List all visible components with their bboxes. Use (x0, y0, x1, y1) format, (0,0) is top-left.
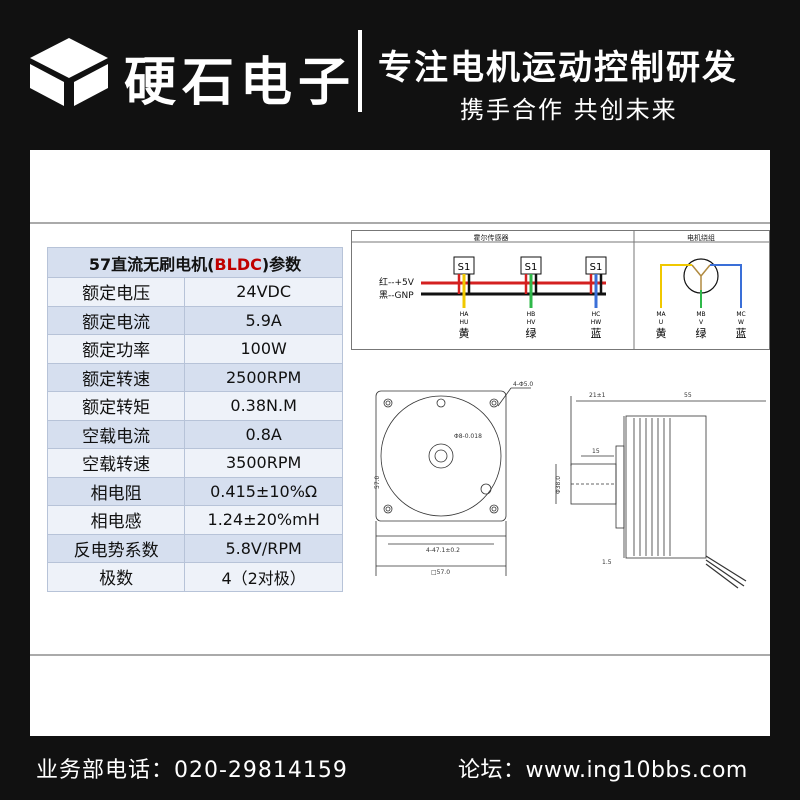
param-value: 5.8V/RPM (184, 533, 343, 563)
hall-pin-bottom-2: HV (527, 319, 537, 326)
param-label: 额定电压 (46, 277, 186, 307)
hall-pin-top-3: HC (592, 311, 601, 318)
motor-dimension-drawing: 4-Φ5.0 Φ8-0.018 4-47.1±0.2 □57.0 57.0 21… (374, 381, 766, 589)
param-label: 反电势系数 (46, 533, 186, 563)
sensor-label-1: S1 (458, 262, 471, 273)
winding-pin-color-1: 黄 (656, 326, 667, 340)
bottom-divider-line (30, 654, 770, 656)
dim-body-len: 55 (684, 392, 692, 399)
dim-pilot-len: 21±1 (589, 392, 606, 399)
hall-pin-color-2: 绿 (526, 326, 537, 340)
table-title-highlight: BLDC (214, 254, 262, 274)
winding-pin-bottom-1: U (659, 319, 663, 326)
front-view: 4-Φ5.0 Φ8-0.018 4-47.1±0.2 □57.0 57.0 (374, 381, 533, 576)
winding-pin-bottom-2: V (699, 319, 704, 326)
hall-sensor-2: S1 HB HV 绿 (520, 256, 542, 340)
param-label: 额定功率 (46, 334, 186, 364)
hall-pin-top-2: HB (527, 311, 536, 318)
param-label: 相电感 (46, 505, 186, 535)
winding-pin-color-3: 蓝 (736, 327, 747, 340)
sensor-label-2: S1 (525, 262, 538, 273)
sales-phone: 业务部电话：020-29814159 (36, 758, 348, 783)
table-title-row: 57直流无刷电机(BLDC)参数 (47, 247, 343, 278)
param-label: 空载电流 (46, 419, 186, 449)
side-view: 21±1 55 15 Φ38.0 1.5 (555, 392, 766, 589)
winding-pin-color-2: 绿 (696, 326, 707, 340)
param-label: 额定电流 (46, 305, 186, 335)
param-value: 1.24±20%mH (184, 505, 343, 535)
hall-sensor-title: 霍尔传感器 (474, 233, 509, 242)
param-value: 4（2对极） (184, 562, 343, 592)
sensor-label-3: S1 (590, 262, 603, 273)
top-divider-line (30, 222, 770, 224)
dim-flange: 1.5 (602, 559, 612, 566)
power-pos-label: 红--+5V (379, 276, 415, 288)
param-value: 2500RPM (184, 362, 343, 392)
wiring-diagram: 霍尔传感器 电机绕组 红--+5V 黑--GNP S1 HA HU 黄 S1 H… (351, 230, 770, 350)
dim-side: 57.0 (374, 475, 381, 489)
dim-pitch: 4-47.1±0.2 (426, 547, 460, 554)
logo-cube-icon (30, 38, 108, 106)
hall-pin-color-1: 黄 (459, 326, 470, 340)
brand-name: 硬石电子 (124, 53, 357, 113)
dim-holes: 4-Φ5.0 (513, 381, 533, 388)
winding-pin-top-2: MB (696, 311, 705, 318)
param-label: 额定转矩 (46, 391, 186, 421)
hall-pin-bottom-3: HW (591, 319, 602, 326)
dim-shaft-len: 15 (592, 448, 600, 455)
hall-pin-color-3: 蓝 (591, 327, 602, 340)
header-divider (358, 30, 362, 112)
param-value: 5.9A (184, 305, 343, 335)
param-value: 0.8A (184, 419, 343, 449)
winding-pin-top-3: MC (736, 311, 745, 318)
winding-pin-bottom-3: W (738, 319, 744, 326)
motor-winding-diagram: MA U 黄 MB V 绿 MC W 蓝 (656, 258, 747, 340)
param-label: 额定转速 (46, 362, 186, 392)
winding-pin-top-1: MA (656, 311, 666, 318)
header-banner: 硬石电子 专注电机运动控制研发 携手合作 共创未来 (0, 0, 800, 150)
hall-pin-bottom-1: HU (460, 319, 469, 326)
param-label: 极数 (46, 562, 186, 592)
slogan-main: 专注电机运动控制研发 (378, 48, 738, 88)
hall-pin-top-1: HA (460, 311, 470, 318)
param-value: 24VDC (184, 277, 343, 307)
dim-square: □57.0 (431, 569, 450, 576)
table-title: 57直流无刷电机(BLDC)参数 (47, 247, 343, 278)
dim-pilot-dia: Φ38.0 (555, 476, 562, 494)
param-value: 0.415±10%Ω (184, 476, 343, 506)
hall-sensor-1: S1 HA HU 黄 (453, 256, 475, 340)
slogan-sub: 携手合作 共创未来 (460, 96, 678, 124)
hall-sensor-3: S1 HC HW 蓝 (585, 256, 607, 340)
forum-link[interactable]: 论坛：www.ing10bbs.com (458, 758, 748, 783)
param-label: 相电阻 (46, 476, 186, 506)
power-neg-label: 黑--GNP (379, 290, 414, 301)
winding-title: 电机绕组 (687, 233, 715, 242)
param-value: 3500RPM (184, 448, 343, 478)
param-label: 空载转速 (46, 448, 186, 478)
param-value: 0.38N.M (184, 391, 343, 421)
dim-shaft: Φ8-0.018 (454, 433, 482, 440)
param-value: 100W (184, 334, 343, 364)
